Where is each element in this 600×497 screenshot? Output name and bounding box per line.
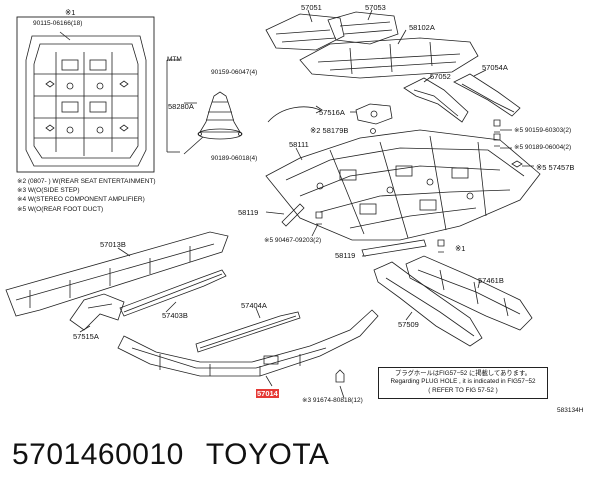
- reinforcement-57404A: [195, 311, 301, 353]
- inset-leader: [59, 31, 71, 41]
- footnote-3: ※3 W(O(SIDE STEP): [17, 187, 80, 195]
- callout-57457B[interactable]: ※5 57457B: [536, 163, 575, 172]
- front-floor-pan-58111: [265, 129, 541, 241]
- caption: 5701460010 TOYOTA: [12, 438, 351, 472]
- plug-hole-note: プラグホールはFIG57−52 に掲載してあります。 Regarding PLU…: [378, 367, 548, 399]
- callout-57052[interactable]: 57052: [430, 72, 451, 81]
- footnote-5: ※5 W(O(REAR FOOT DUCT): [17, 205, 104, 213]
- bracket-57515A: [69, 293, 125, 331]
- callout-57013B[interactable]: 57013B: [100, 240, 126, 249]
- bolt-mark1: [437, 239, 445, 253]
- callout-58111[interactable]: 58111: [289, 140, 309, 149]
- drawing-number: 583134H: [557, 407, 584, 414]
- note-line-english: Regarding PLUG HOLE , it is indicated in…: [390, 378, 536, 386]
- bolt-90467: [315, 211, 323, 225]
- callout-58102A[interactable]: 58102A: [409, 23, 435, 32]
- callout-90159-06047[interactable]: 90159-06047(4): [211, 69, 258, 76]
- callout-57014-highlighted[interactable]: 57014: [256, 389, 279, 398]
- callout-90467-09203[interactable]: ※5 90467-09203(2): [264, 237, 322, 244]
- callout-58119-left[interactable]: 58119: [238, 208, 259, 217]
- cross-member-57051: [265, 13, 345, 51]
- callout-57403B[interactable]: 57403B: [162, 311, 188, 320]
- callout-57515A[interactable]: 57515A: [73, 332, 99, 341]
- caption-part-number: 5701460010: [12, 438, 184, 471]
- rear-rail-57052: [403, 77, 469, 123]
- callout-57509[interactable]: 57509: [398, 320, 419, 329]
- rear-rail-57054A: [453, 73, 521, 117]
- note-line-japanese: プラグホールはFIG57−52 に掲載してあります。: [395, 370, 531, 377]
- inset-floor-pan-outline: [25, 35, 147, 167]
- side-member-57013B: [5, 231, 229, 317]
- mtm-label: MTM: [167, 56, 182, 63]
- callout-57051[interactable]: 57051: [301, 3, 322, 12]
- bracket-57516A: [355, 103, 393, 125]
- inset-mark: ※1: [65, 8, 76, 17]
- footnote-4: ※4 W(STEREO COMPONENT AMPLIFIER): [17, 196, 145, 204]
- reinforcement-58119-left: [281, 203, 305, 227]
- cross-member-57053: [327, 11, 399, 45]
- callout-57053[interactable]: 57053: [365, 3, 386, 12]
- callout-57404A[interactable]: 57404A: [241, 301, 267, 310]
- footnote-2: ※2 (0807- ) W(REAR SEAT ENTERTAINMENT): [17, 178, 156, 185]
- boot-leaders: [183, 102, 204, 155]
- footnotes: ※2 (0807- ) W(REAR SEAT ENTERTAINMENT) ※…: [17, 177, 156, 214]
- side-sill-57014: [117, 309, 379, 377]
- callout-58280A[interactable]: 58280A: [168, 102, 194, 111]
- sill-reinforcement-57403B: [119, 269, 227, 317]
- callout-91674-80818[interactable]: ※3 91674-80818(12): [302, 397, 363, 404]
- callout-90159-60303[interactable]: ※5 90159-60303(2): [514, 127, 572, 134]
- inset-part-label: 90115-06166(18): [33, 20, 83, 27]
- diagram-drawing: [5, 9, 541, 399]
- side-rail-57509: [373, 261, 483, 347]
- callout-58179B[interactable]: ※2 58179B: [310, 126, 349, 135]
- rear-floor-pan-58102A: [299, 37, 479, 79]
- inset-frame: [16, 16, 155, 173]
- callout-57516A[interactable]: 57516A: [319, 108, 345, 117]
- side-rail-57461B: [405, 255, 533, 331]
- callout-90189-06018[interactable]: 90189-06018(4): [211, 155, 258, 162]
- clip-58179B: [370, 128, 376, 134]
- callout-90189-06004[interactable]: ※5 90189-06004(2): [514, 144, 572, 151]
- caption-brand: TOYOTA: [205, 438, 330, 471]
- callout-57054A[interactable]: 57054A: [482, 63, 508, 72]
- parts-diagram: ※1 90115-06166(18) MTM 57051 57053 58102…: [5, 3, 584, 414]
- shift-boot-58280A: [197, 91, 243, 140]
- reinforcement-58119-right: [361, 239, 427, 257]
- callout-57461B[interactable]: 57461B: [478, 276, 504, 285]
- bolt-91674: [335, 369, 345, 383]
- callout-mark1: ※1: [455, 244, 466, 253]
- direction-arrow: [267, 106, 321, 123]
- callout-58119-right[interactable]: 58119: [335, 251, 356, 260]
- note-line-reference: ( REFER TO FIG 57-52 ): [428, 386, 498, 394]
